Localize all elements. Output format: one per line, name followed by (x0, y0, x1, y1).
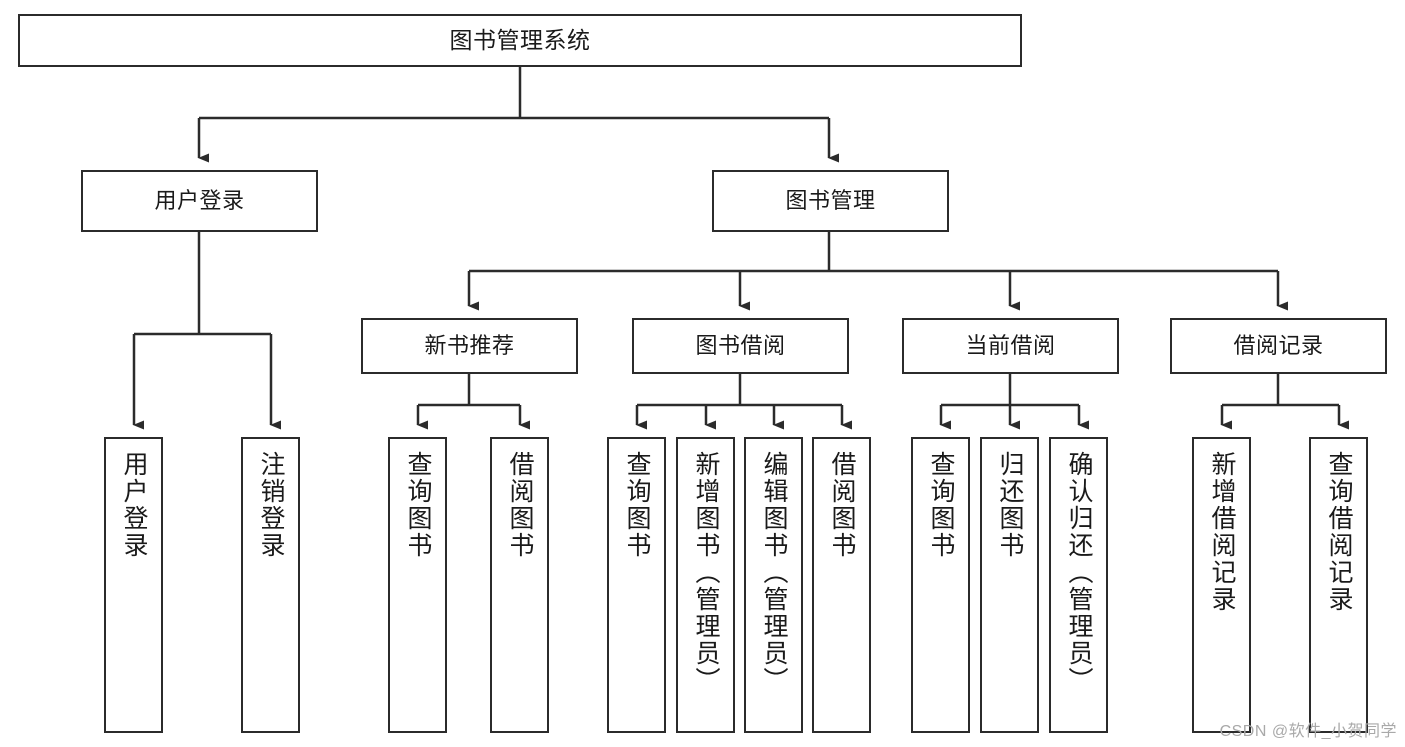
node-leaf-query-book-2-label: 查询图书 (623, 451, 651, 559)
node-current-borrow-label: 当前借阅 (965, 332, 1056, 358)
node-borrow-record[interactable]: 借阅记录 (1170, 318, 1387, 374)
node-leaf-logout-login[interactable]: 注销登录 (241, 437, 300, 733)
watermark: CSDN @软件_小贺同学 (1219, 723, 1397, 740)
node-leaf-edit-book-label: 编辑图书（管理员） (760, 451, 788, 694)
node-leaf-borrow-book-2[interactable]: 借阅图书 (812, 437, 871, 733)
node-leaf-query-record[interactable]: 查询借阅记录 (1309, 437, 1368, 733)
node-leaf-confirm-return[interactable]: 确认归还（管理员） (1049, 437, 1108, 733)
node-leaf-borrow-book-2-label: 借阅图书 (828, 451, 856, 559)
node-leaf-logout-login-label: 注销登录 (257, 451, 285, 559)
node-borrow-record-label: 借阅记录 (1233, 332, 1324, 358)
node-leaf-edit-book[interactable]: 编辑图书（管理员） (744, 437, 803, 733)
node-leaf-query-record-label: 查询借阅记录 (1325, 451, 1353, 613)
node-book-borrow-label: 图书借阅 (695, 332, 786, 358)
node-leaf-user-login-label: 用户登录 (120, 451, 148, 559)
node-book-manage[interactable]: 图书管理 (712, 170, 949, 232)
node-user-login[interactable]: 用户登录 (81, 170, 318, 232)
node-new-book-recommend[interactable]: 新书推荐 (361, 318, 578, 374)
node-leaf-return-book-label: 归还图书 (996, 451, 1024, 559)
node-root-label: 图书管理系统 (449, 26, 591, 53)
node-leaf-query-book-2[interactable]: 查询图书 (607, 437, 666, 733)
node-new-book-recommend-label: 新书推荐 (424, 332, 515, 358)
node-leaf-query-book-1[interactable]: 查询图书 (388, 437, 447, 733)
node-current-borrow[interactable]: 当前借阅 (902, 318, 1119, 374)
node-leaf-add-book[interactable]: 新增图书（管理员） (676, 437, 735, 733)
node-leaf-confirm-return-label: 确认归还（管理员） (1065, 451, 1093, 694)
node-leaf-query-book-3[interactable]: 查询图书 (911, 437, 970, 733)
node-leaf-add-record[interactable]: 新增借阅记录 (1192, 437, 1251, 733)
node-leaf-user-login[interactable]: 用户登录 (104, 437, 163, 733)
node-user-login-label: 用户登录 (154, 187, 245, 213)
node-leaf-borrow-book-1-label: 借阅图书 (506, 451, 534, 559)
node-leaf-borrow-book-1[interactable]: 借阅图书 (490, 437, 549, 733)
node-leaf-return-book[interactable]: 归还图书 (980, 437, 1039, 733)
node-leaf-query-book-3-label: 查询图书 (927, 451, 955, 559)
node-root[interactable]: 图书管理系统 (18, 14, 1022, 67)
node-leaf-add-record-label: 新增借阅记录 (1208, 451, 1236, 613)
node-leaf-add-book-label: 新增图书（管理员） (692, 451, 720, 694)
node-leaf-query-book-1-label: 查询图书 (404, 451, 432, 559)
node-book-borrow[interactable]: 图书借阅 (632, 318, 849, 374)
node-book-manage-label: 图书管理 (785, 187, 876, 213)
